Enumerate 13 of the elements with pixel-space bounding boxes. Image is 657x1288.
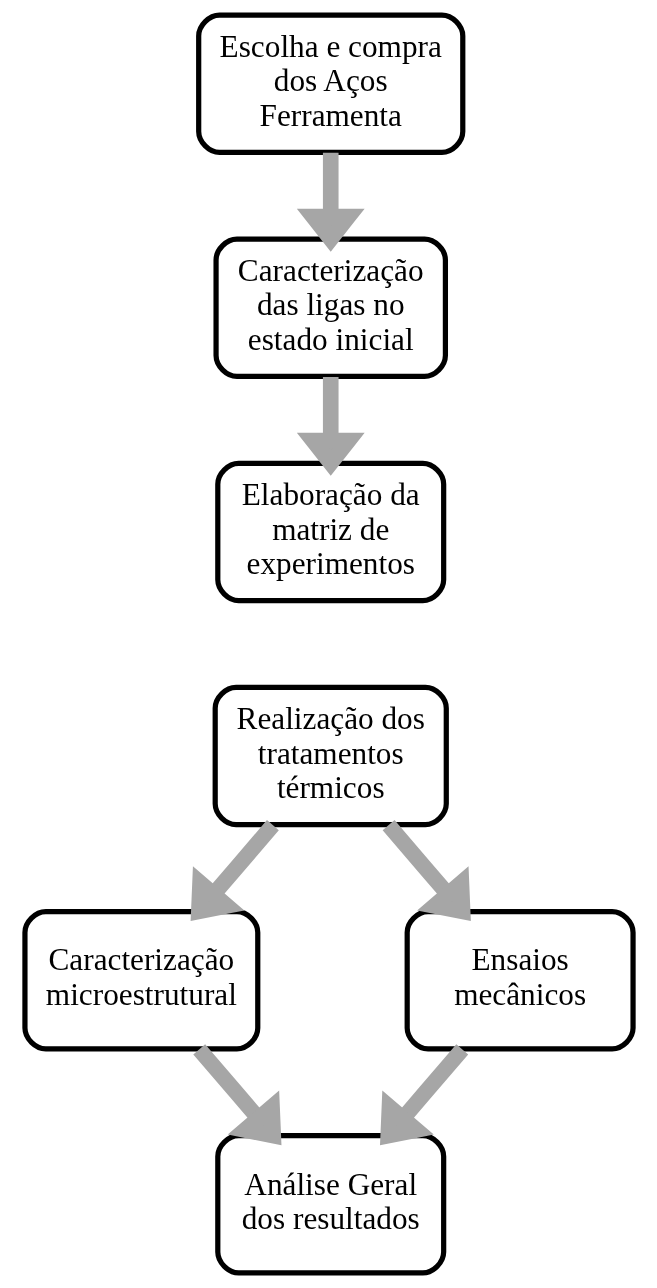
node-box: Caracterização das ligas no estado inicial — [212, 236, 448, 380]
arrow — [379, 1044, 468, 1146]
arrow — [190, 820, 279, 922]
node-box: Ensaios mecânicos — [404, 908, 636, 1052]
node-box: Realização dos tratamentos térmicos — [212, 684, 449, 828]
arrow — [192, 1044, 281, 1146]
arrow — [382, 820, 471, 922]
node-box: Elaboração da matriz de experimentos — [214, 460, 446, 604]
arrow — [296, 376, 365, 476]
node-box: Escolha e compra dos Aços Ferramenta — [195, 12, 465, 155]
arrow — [296, 152, 365, 252]
node-box: Análise Geral dos resultados — [214, 1133, 446, 1276]
node-box: Caracterização microestrutural — [21, 908, 260, 1052]
